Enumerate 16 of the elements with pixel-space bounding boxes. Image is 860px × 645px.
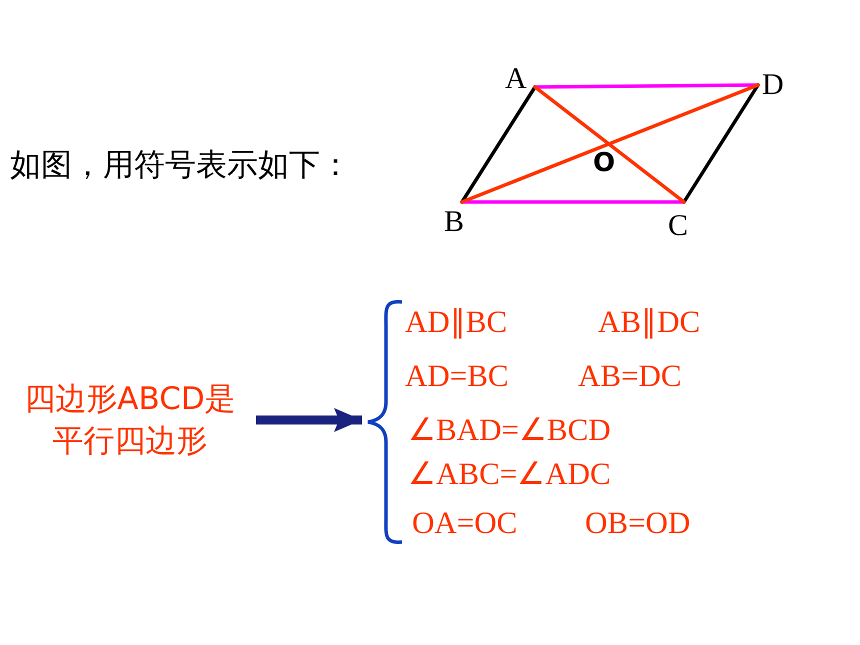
statement-text: AD∥BC — [405, 306, 508, 337]
vertex-label: B — [444, 207, 464, 237]
heading-text: 如图，用符号表示如下： — [10, 150, 351, 181]
statement-text: OB=OD — [585, 507, 690, 538]
statement-text: AB=DC — [578, 360, 682, 391]
vertex-label: A — [505, 64, 527, 94]
point-label: O — [593, 150, 616, 176]
statement-text: ∠BAD=∠BCD — [408, 414, 611, 445]
vertex-label: D — [762, 70, 784, 100]
statement-text: AB∥DC — [598, 306, 700, 337]
arrow — [256, 408, 362, 432]
vertex-label: C — [668, 211, 688, 241]
statement-text: AD=BC — [405, 360, 509, 391]
statement-text: ∠ABC=∠ADC — [408, 458, 611, 489]
statement-text: 四边形ABCD是平行四边形 — [12, 378, 248, 462]
statement-text: OA=OC — [412, 507, 518, 538]
